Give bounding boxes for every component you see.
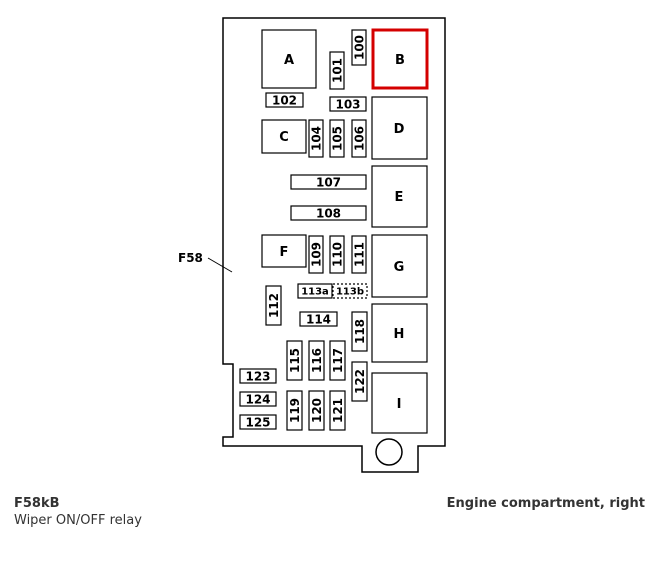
fuse-112-label: 112	[267, 293, 281, 318]
fuse-box-outline	[222, 17, 446, 473]
fuse-109-label: 109	[310, 242, 324, 267]
fuse-122-label: 122	[353, 369, 367, 394]
fuse-101	[329, 51, 345, 90]
fuse-125-label: 125	[245, 416, 270, 430]
relay-B-highlight	[371, 28, 429, 90]
fuse-110	[329, 235, 345, 274]
component-location: Engine compartment, right	[446, 496, 645, 511]
fuse-119	[286, 390, 303, 431]
fuse-107	[290, 174, 367, 190]
relay-G-label: G	[394, 260, 405, 275]
fuse-117-label: 117	[331, 348, 345, 373]
relay-A	[261, 29, 317, 89]
fuse-120	[308, 390, 325, 431]
fuse-125	[239, 414, 277, 430]
relay-F	[261, 234, 307, 268]
fuse-123-label: 123	[245, 370, 270, 384]
fuse-111-label: 111	[353, 242, 367, 267]
relay-H-label: H	[394, 327, 405, 342]
relay-I-label: I	[397, 397, 402, 412]
fuse-117	[329, 340, 346, 381]
fuse-104-label: 104	[310, 126, 324, 151]
mounting-hole	[375, 438, 403, 466]
fuse-105-label: 105	[331, 126, 345, 151]
fuse-112	[265, 285, 282, 326]
relay-C	[261, 119, 307, 154]
fuse-100-label: 100	[353, 35, 367, 60]
fuse-109	[308, 235, 324, 274]
fuse-105	[329, 119, 345, 158]
fuse-115-label: 115	[288, 348, 302, 373]
relay-B-label: B	[395, 53, 405, 68]
relay-code: F58kB	[14, 496, 60, 511]
fuse-113b-label: 113b	[336, 287, 364, 298]
fuse-113a	[297, 283, 333, 299]
fuse-box-diagram: F58 A B C D E F G H I 102 103 107 108	[178, 17, 446, 473]
relay-I	[371, 372, 428, 434]
fuse-100	[351, 29, 367, 66]
fuse-118-label: 118	[353, 319, 367, 344]
fuse-107-label: 107	[316, 176, 341, 190]
fuse-115	[286, 340, 303, 381]
fuse-104	[308, 119, 324, 158]
relay-description: Wiper ON/OFF relay	[14, 513, 142, 528]
fuse-106-label: 106	[353, 126, 367, 151]
fuse-110-label: 110	[331, 242, 345, 267]
relay-E	[371, 165, 428, 228]
fuse-103	[329, 96, 367, 112]
housing-label: F58	[178, 251, 203, 265]
relay-E-label: E	[395, 190, 404, 205]
fuse-124-label: 124	[245, 393, 270, 407]
relay-H	[371, 303, 428, 363]
relay-A-label: A	[284, 53, 294, 68]
fuse-101-label: 101	[331, 58, 345, 83]
fuse-114	[299, 311, 338, 327]
fuse-121	[329, 390, 346, 431]
fuse-102	[265, 92, 304, 108]
fuse-108-label: 108	[316, 207, 341, 221]
fuse-124	[239, 391, 277, 407]
relay-C-label: C	[279, 130, 289, 145]
fuse-106	[351, 119, 367, 158]
fuse-122	[351, 361, 368, 402]
housing-label-leader	[207, 257, 233, 273]
fuse-111	[351, 235, 367, 274]
relay-D	[371, 96, 428, 160]
relay-G	[371, 234, 428, 298]
fuse-121-label: 121	[331, 398, 345, 423]
fuse-114-label: 114	[306, 313, 331, 327]
fuse-120-label: 120	[310, 398, 324, 423]
fuse-113b	[332, 283, 368, 299]
relay-D-label: D	[394, 122, 405, 137]
fuse-116	[308, 340, 325, 381]
fuse-102-label: 102	[272, 94, 297, 108]
fuse-118	[351, 311, 368, 352]
fuse-103-label: 103	[335, 98, 360, 112]
relay-F-label: F	[280, 245, 289, 260]
fuse-116-label: 116	[310, 348, 324, 373]
fuse-113a-label: 113a	[301, 287, 329, 298]
fuse-119-label: 119	[288, 398, 302, 423]
fuse-108	[290, 205, 367, 221]
fuse-123	[239, 368, 277, 384]
